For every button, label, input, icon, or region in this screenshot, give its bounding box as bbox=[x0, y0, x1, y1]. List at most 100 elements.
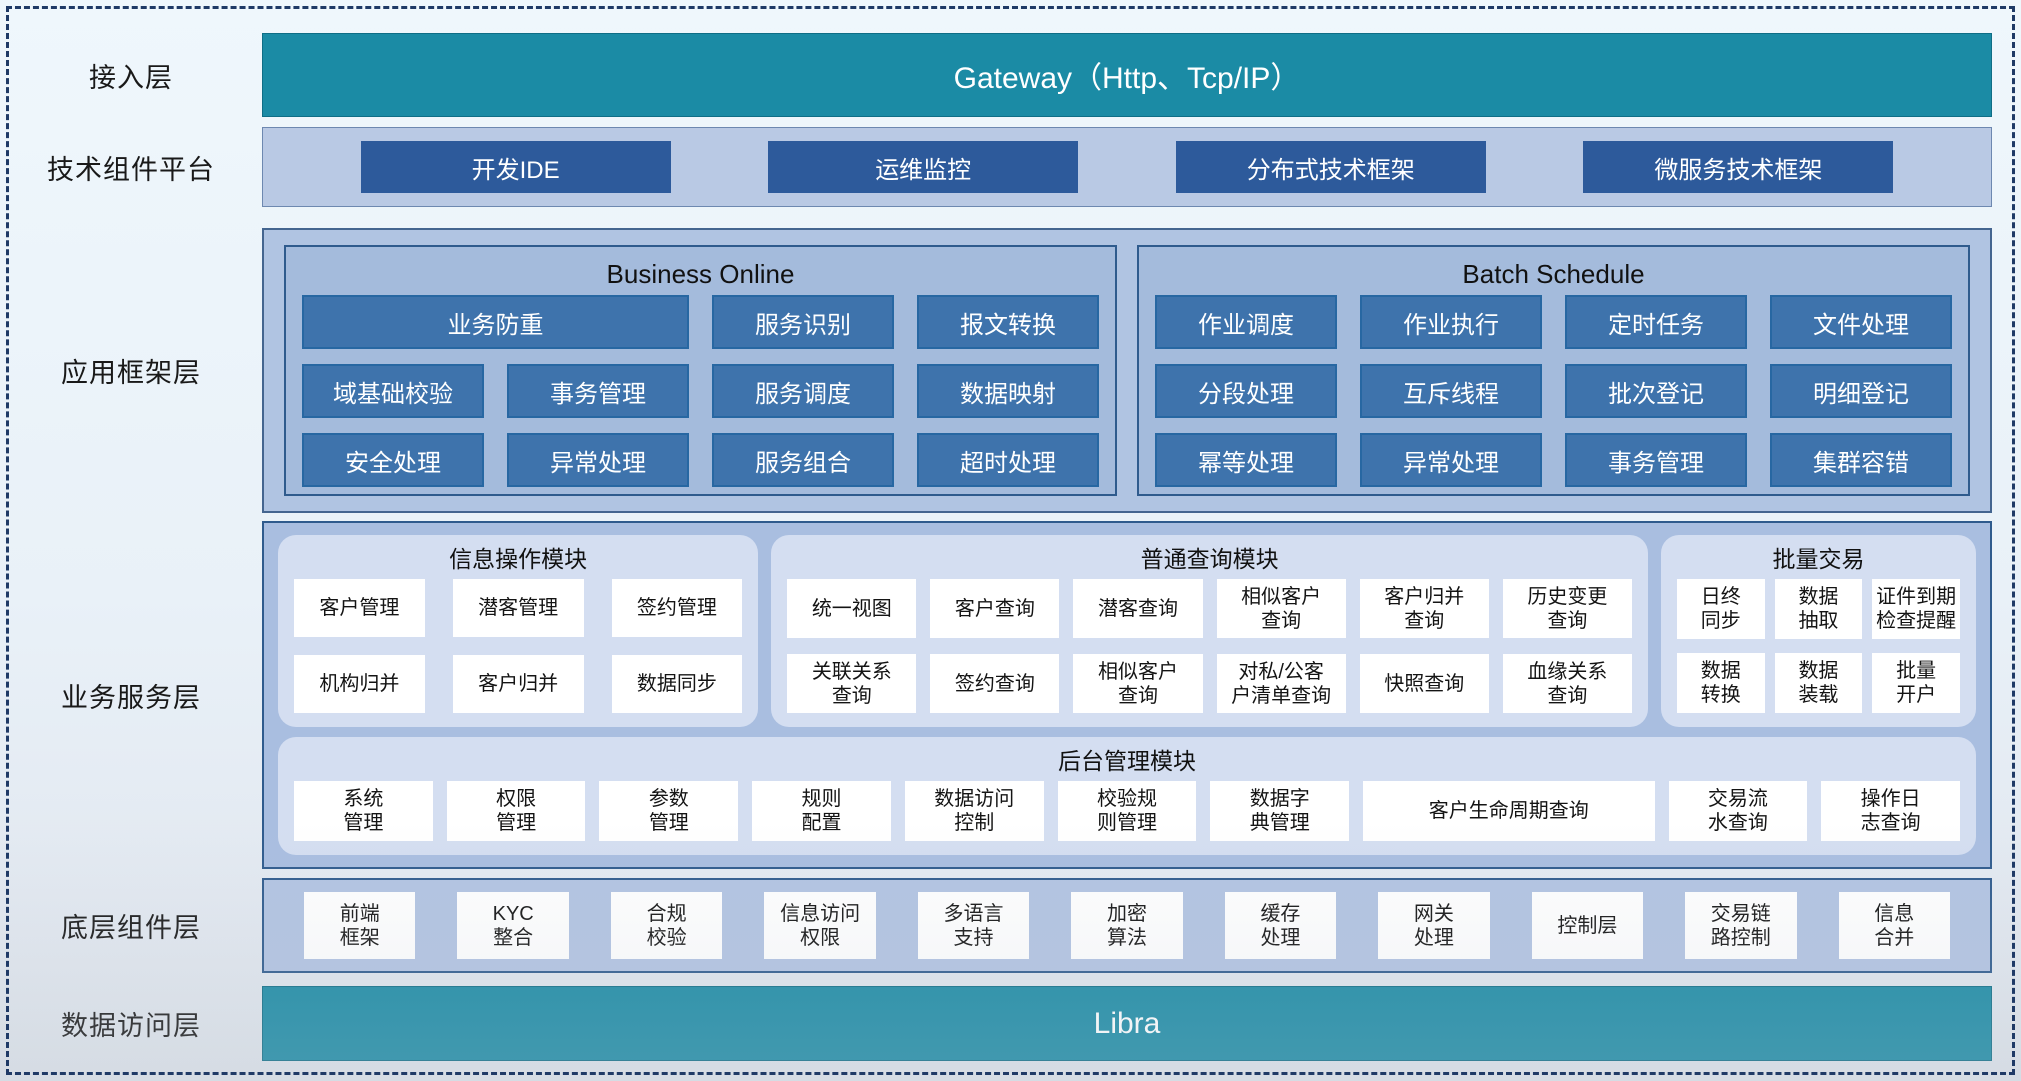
info-operation-node: 数据同步 bbox=[611, 655, 743, 713]
layer-label-business-service: 业务服务层 bbox=[61, 682, 201, 713]
info-operation-node: 签约管理 bbox=[611, 579, 743, 637]
general-query-node: 签约查询 bbox=[930, 654, 1060, 713]
batch-trade-node: 证件到期 检查提醒 bbox=[1872, 579, 1960, 639]
batch-schedule-node: 明细登记 bbox=[1770, 364, 1952, 418]
batch-trade-module: 批量交易 日终 同步数据 抽取证件到期 检查提醒数据 转换数据 装载批量 开户 bbox=[1660, 535, 1976, 727]
batch-trade-grid: 日终 同步数据 抽取证件到期 检查提醒数据 转换数据 装载批量 开户 bbox=[1676, 579, 1960, 713]
info-operation-node: 机构归并 bbox=[294, 655, 425, 713]
layer-label-tech-platform: 技术组件平台 bbox=[47, 154, 215, 185]
tech-component-node: 微服务技术框架 bbox=[1583, 141, 1894, 193]
admin-module-title: 后台管理模块 bbox=[1058, 748, 1196, 774]
business-online-node: 业务防重 bbox=[302, 295, 689, 349]
business-online-node: 服务组合 bbox=[712, 433, 894, 487]
business-online-title: Business Online bbox=[606, 259, 795, 289]
batch-schedule-node: 互斥线程 bbox=[1360, 364, 1542, 418]
general-query-node: 快照查询 bbox=[1359, 654, 1489, 713]
info-operation-grid: 客户管理潜客管理签约管理机构归并客户归并数据同步 bbox=[294, 579, 743, 713]
admin-node: 客户生命周期查询 bbox=[1363, 781, 1655, 841]
batch-schedule-node: 文件处理 bbox=[1770, 295, 1952, 349]
info-operation-node: 潜客管理 bbox=[452, 579, 584, 637]
admin-node: 权限 管理 bbox=[446, 781, 586, 841]
admin-node: 操作日 志查询 bbox=[1821, 781, 1960, 841]
general-query-grid: 统一视图客户查询潜客查询相似客户 查询客户归并 查询历史变更 查询关联关系 查询… bbox=[787, 579, 1632, 713]
batch-schedule-node: 定时任务 bbox=[1565, 295, 1747, 349]
admin-node: 数据访问 控制 bbox=[904, 781, 1044, 841]
batch-trade-node: 数据 转换 bbox=[1676, 653, 1765, 713]
general-query-node: 历史变更 查询 bbox=[1502, 579, 1632, 638]
general-query-title: 普通查询模块 bbox=[1140, 546, 1279, 572]
general-query-node: 相似客户 查询 bbox=[1073, 654, 1203, 713]
business-online-node: 超时处理 bbox=[917, 433, 1099, 487]
batch-trade-node: 批量 开户 bbox=[1872, 653, 1960, 713]
admin-module: 后台管理模块 系统 管理权限 管理参数 管理规则 配置数据访问 控制校验规 则管… bbox=[278, 737, 1976, 855]
general-query-node: 相似客户 查询 bbox=[1216, 579, 1346, 638]
business-online-node: 报文转换 bbox=[917, 295, 1099, 349]
business-service-container: 信息操作模块 客户管理潜客管理签约管理机构归并客户归并数据同步 普通查询模块 统… bbox=[262, 521, 1992, 869]
gateway-bar: Gateway（Http、Tcp/IP） bbox=[262, 33, 1992, 117]
general-query-node: 统一视图 bbox=[787, 579, 917, 638]
layer-label-app-framework: 应用框架层 bbox=[61, 358, 201, 388]
access-layer-row: 接入层 Gateway（Http、Tcp/IP） bbox=[0, 33, 2021, 117]
base-component-node: 信息 合并 bbox=[1838, 892, 1950, 959]
base-component-node: 缓存 处理 bbox=[1224, 892, 1337, 959]
business-online-node: 事务管理 bbox=[507, 364, 689, 418]
layer-label-data-access: 数据访问层 bbox=[61, 1011, 201, 1041]
batch-schedule-node: 分段处理 bbox=[1155, 364, 1337, 418]
business-service-row: 业务服务层 信息操作模块 客户管理潜客管理签约管理机构归并客户归并数据同步 普通… bbox=[0, 521, 2021, 869]
batch-schedule-node: 作业调度 bbox=[1155, 295, 1337, 349]
batch-schedule-node: 事务管理 bbox=[1565, 433, 1747, 487]
tech-component-node: 分布式技术框架 bbox=[1175, 141, 1486, 193]
batch-schedule-grid: 作业调度作业执行定时任务文件处理分段处理互斥线程批次登记明细登记幂等处理异常处理… bbox=[1155, 295, 1952, 487]
business-online-node: 数据映射 bbox=[917, 364, 1099, 418]
general-query-node: 客户查询 bbox=[930, 579, 1060, 638]
admin-node: 校验规 则管理 bbox=[1057, 781, 1197, 841]
base-component-node: 交易链 路控制 bbox=[1685, 892, 1797, 959]
base-component-node: 控制层 bbox=[1531, 892, 1644, 959]
info-operation-title: 信息操作模块 bbox=[449, 546, 588, 572]
business-online-node: 安全处理 bbox=[302, 433, 484, 487]
tech-platform-container: 开发IDE 运维监控 分布式技术框架 微服务技术框架 bbox=[262, 127, 1992, 207]
batch-trade-title: 批量交易 bbox=[1772, 546, 1865, 572]
base-component-node: KYC 整合 bbox=[457, 892, 569, 959]
general-query-node: 血缘关系 查询 bbox=[1502, 654, 1632, 713]
business-online-node: 服务调度 bbox=[712, 364, 894, 418]
admin-node: 数据字 典管理 bbox=[1210, 781, 1350, 841]
base-component-node: 网关 处理 bbox=[1378, 892, 1490, 959]
layer-label-access: 接入层 bbox=[89, 62, 173, 93]
admin-node: 交易流 水查询 bbox=[1668, 781, 1808, 841]
info-operation-node: 客户管理 bbox=[294, 579, 425, 637]
info-operation-node: 客户归并 bbox=[452, 655, 584, 713]
general-query-node: 客户归并 查询 bbox=[1359, 579, 1489, 638]
data-access-row: 数据访问层 Libra bbox=[0, 986, 2021, 1061]
layer-label-base-components: 底层组件层 bbox=[61, 913, 201, 943]
batch-schedule-node: 集群容错 bbox=[1770, 433, 1952, 487]
base-component-node: 多语言 支持 bbox=[917, 892, 1030, 959]
tech-platform-row: 技术组件平台 开发IDE 运维监控 分布式技术框架 微服务技术框架 bbox=[0, 127, 2021, 207]
app-framework-container: Business Online 业务防重服务识别报文转换域基础校验事务管理服务调… bbox=[262, 228, 1992, 513]
admin-node: 规则 配置 bbox=[752, 781, 891, 841]
base-component-node: 加密 算法 bbox=[1071, 892, 1183, 959]
business-online-node: 异常处理 bbox=[507, 433, 689, 487]
batch-schedule-node: 幂等处理 bbox=[1155, 433, 1337, 487]
general-query-node: 潜客查询 bbox=[1073, 579, 1203, 638]
tech-component-node: 运维监控 bbox=[768, 141, 1079, 193]
tech-component-node: 开发IDE bbox=[360, 141, 671, 193]
admin-node: 参数 管理 bbox=[599, 781, 739, 841]
admin-module-grid: 系统 管理权限 管理参数 管理规则 配置数据访问 控制校验规 则管理数据字 典管… bbox=[294, 781, 1960, 841]
business-online-grid: 业务防重服务识别报文转换域基础校验事务管理服务调度数据映射安全处理异常处理服务组… bbox=[302, 295, 1099, 487]
batch-trade-node: 数据 装载 bbox=[1774, 653, 1863, 713]
business-online-panel: Business Online 业务防重服务识别报文转换域基础校验事务管理服务调… bbox=[284, 245, 1117, 496]
batch-schedule-panel: Batch Schedule 作业调度作业执行定时任务文件处理分段处理互斥线程批… bbox=[1137, 245, 1970, 496]
batch-schedule-node: 异常处理 bbox=[1360, 433, 1542, 487]
general-query-module: 普通查询模块 统一视图客户查询潜客查询相似客户 查询客户归并 查询历史变更 查询… bbox=[771, 535, 1648, 727]
batch-schedule-title: Batch Schedule bbox=[1462, 259, 1645, 289]
general-query-node: 关联关系 查询 bbox=[787, 654, 917, 713]
libra-bar: Libra bbox=[262, 986, 1992, 1061]
general-query-node: 对私/公客 户清单查询 bbox=[1216, 654, 1346, 713]
batch-trade-node: 数据 抽取 bbox=[1774, 579, 1863, 639]
batch-trade-node: 日终 同步 bbox=[1676, 579, 1765, 639]
base-component-node: 信息访问 权限 bbox=[764, 892, 876, 959]
